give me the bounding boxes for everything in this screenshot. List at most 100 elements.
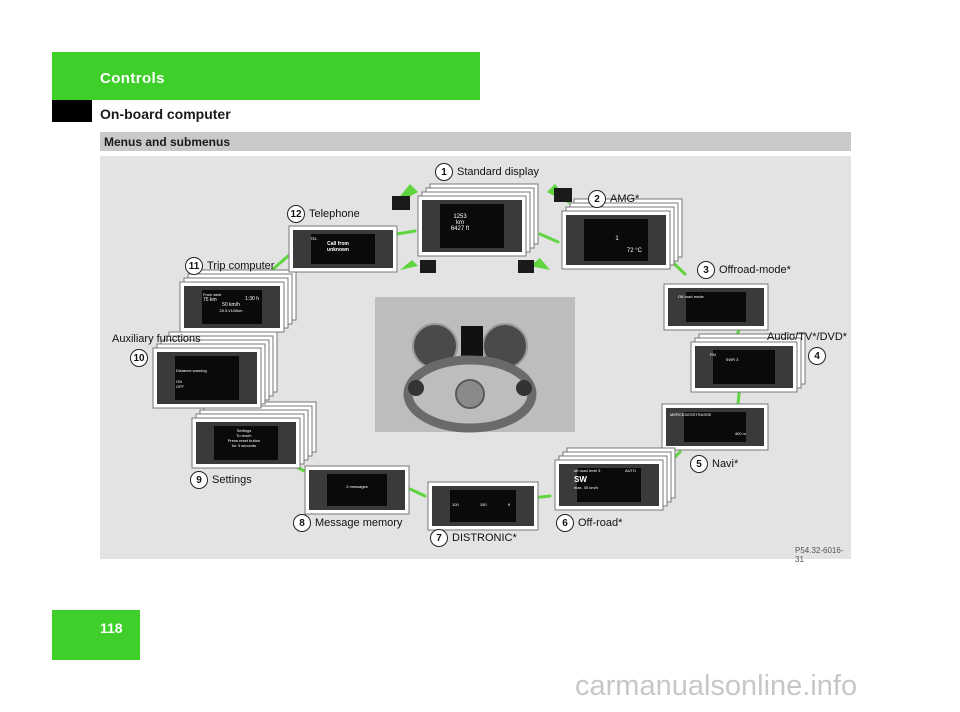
header-band	[52, 52, 480, 100]
screen-text: 72 °C	[626, 248, 642, 254]
stack-navi	[661, 403, 769, 451]
stack-trip-computer	[179, 269, 297, 333]
screen-text: Press reset button	[227, 438, 261, 443]
button-next-icon	[554, 188, 572, 202]
screen-text: OFF	[176, 384, 184, 389]
callout-label: Trip computer	[207, 260, 275, 272]
screen-text: 1	[615, 236, 619, 242]
display-screen	[175, 356, 239, 400]
display-screen	[686, 292, 746, 322]
page-number-box	[52, 610, 140, 660]
callout-distronic: 7 DISTRONIC*	[430, 529, 517, 547]
callout-standard-display: 1 Standard display	[435, 163, 539, 181]
settings-screen: Settings To reset: Press reset button fo…	[213, 428, 275, 448]
amg-screen: 1 72 °C	[592, 236, 642, 254]
screen-text: Call from	[327, 241, 349, 247]
callout-number: 1	[435, 163, 453, 181]
display-screen	[440, 204, 504, 248]
callout-label: Message memory	[315, 517, 403, 529]
screen-text: Settings	[236, 428, 252, 433]
offroad-mode-screen: Off-road mode	[678, 294, 704, 299]
section-bar	[100, 132, 851, 151]
button-prev-icon	[392, 196, 410, 210]
offroad-screen: off-road level 3 AUTO SW max. 30 km/h	[574, 468, 636, 490]
callout-number: 10	[130, 349, 148, 367]
button-fwd-icon	[518, 260, 534, 273]
callout-label: Off-road*	[578, 517, 623, 529]
screen-text: ft	[507, 502, 510, 507]
tel-screen: TEL Call from unknown	[310, 236, 366, 253]
header-marker	[52, 100, 92, 122]
callout-label: Telephone	[309, 208, 360, 220]
screen-text: 100	[452, 502, 459, 507]
aux-screen: Distance warning ON OFF	[176, 368, 207, 389]
callout-number: 6	[556, 514, 574, 532]
display-screen	[311, 234, 375, 264]
arrow-down-right	[530, 258, 550, 270]
callout-audio: Audio/TV*/DVD*	[767, 331, 847, 343]
stack-message-memory	[304, 465, 410, 515]
callout-telephone: 12 Telephone	[287, 205, 360, 223]
screen-text: From start	[203, 292, 222, 297]
callout-label: AMG*	[610, 193, 640, 205]
display-screen	[584, 219, 648, 261]
page-number: 118	[100, 620, 123, 636]
screen-text: 50 km/h	[222, 302, 240, 308]
menu-diagram-art	[152, 183, 806, 531]
display-screen	[214, 426, 278, 460]
callout-label: Standard display	[457, 166, 539, 178]
stack-offroad	[554, 447, 676, 511]
callout-aux: Auxiliary functions	[112, 333, 201, 345]
cockpit-photo	[375, 297, 575, 433]
display-screen	[713, 350, 775, 384]
callout-amg: 2 AMG*	[588, 190, 639, 208]
display-screen	[450, 490, 516, 522]
screen-text: 20.5 l/100km	[219, 308, 243, 313]
screen-text: 1:30 h	[245, 296, 259, 302]
callout-offroad: 6 Off-road*	[556, 514, 622, 532]
callout-number: 5	[690, 455, 708, 473]
screen-text: 75 km	[203, 297, 217, 303]
screen-text: Distance warning	[176, 368, 207, 373]
screen-text: FM	[710, 352, 716, 357]
callout-label: Navi*	[712, 458, 739, 470]
watermark: carmanualsonline.info	[575, 670, 858, 702]
callout-number: 8	[293, 514, 311, 532]
callout-label: DISTRONIC*	[452, 532, 517, 544]
arrow-11-12	[270, 254, 290, 272]
callout-number: 9	[190, 471, 208, 489]
screen-text: AUTO	[624, 468, 636, 473]
callout-number: 7	[430, 529, 448, 547]
callout-number: 2	[588, 190, 606, 208]
stack-telephone	[288, 225, 398, 273]
stack-amg	[561, 198, 683, 270]
screen-text: 150	[479, 502, 487, 507]
trip-screen: From start 75 km 1:30 h 50 km/h 20.5 l/10…	[203, 292, 259, 313]
callout-navi: 5 Navi*	[690, 455, 738, 473]
screen-text: To reset:	[236, 433, 252, 438]
callout-offroad-mode: 3 Offroad-mode*	[697, 261, 791, 279]
callout-number: 12	[287, 205, 305, 223]
arrow-1-2	[538, 232, 560, 244]
stack-distronic	[427, 481, 539, 531]
callout-label: Offroad-mode*	[719, 264, 791, 276]
callout-aux-number: 10	[130, 349, 148, 367]
screen-text: SWR 3	[725, 357, 739, 362]
screen-text: 1253	[453, 214, 467, 220]
stack-audio	[690, 333, 806, 393]
callout-settings: 9 Settings	[190, 471, 252, 489]
display-screen	[684, 412, 746, 442]
message-screen: 2 messages	[346, 484, 368, 489]
screen-text: unknown	[327, 247, 349, 253]
arrow-12-1	[395, 229, 417, 236]
callout-number: 3	[697, 261, 715, 279]
callout-message-memory: 8 Message memory	[293, 514, 402, 532]
stack-offroad-mode	[663, 283, 769, 331]
stack-aux	[152, 331, 278, 409]
screen-text: off-road level 3	[574, 468, 601, 473]
audio-screen: FM SWR 3	[710, 352, 754, 362]
distronic-screen: 100 150 ft	[452, 502, 510, 507]
display-screen	[327, 474, 387, 506]
display-screen	[202, 290, 262, 324]
screen-text: 400 m	[734, 431, 746, 436]
